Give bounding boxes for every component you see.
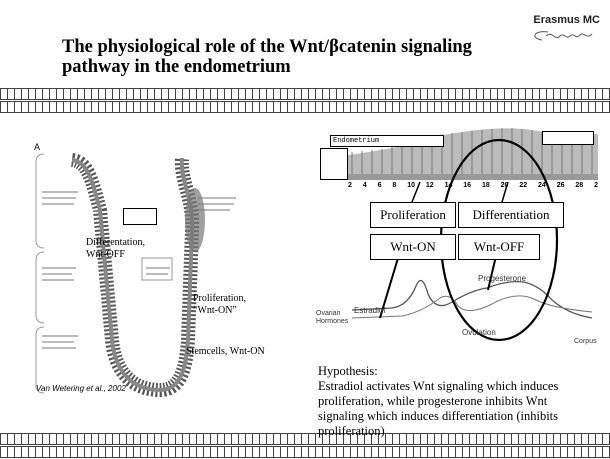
- day-label: 14: [445, 182, 453, 189]
- wnt-on-box: Wnt-ON: [370, 234, 456, 260]
- logo-signature-icon: [520, 26, 600, 48]
- logo-text: Erasmus MC: [520, 14, 600, 26]
- blank-box-square: [320, 148, 348, 180]
- day-label: 16: [463, 182, 471, 189]
- bottom-band-2: [0, 446, 610, 458]
- erasmus-mc-logo: Erasmus MC: [520, 14, 600, 53]
- cycle-day-axis: 2 4 6 8 10 12 14 16 18 20 22 24 26 28 2: [348, 182, 598, 189]
- day-label: 22: [519, 182, 527, 189]
- day-label: 26: [557, 182, 565, 189]
- hypothesis-text: Hypothesis: Estradiol activates Wnt sign…: [318, 364, 590, 439]
- crypt-figure: A Differentation, Wnt-OFF Proliferation,…: [30, 140, 270, 410]
- day-label: 6: [378, 182, 382, 189]
- slide-title: The physiological role of the Wnt/βcaten…: [62, 37, 502, 77]
- day-label: 20: [501, 182, 509, 189]
- day-label: 12: [426, 182, 434, 189]
- ovulation-label: Ovulation: [462, 328, 496, 337]
- label-stemcells: Stemcells, Wnt-ON: [186, 346, 272, 357]
- blank-box-top-right: [542, 131, 594, 145]
- day-label: 4: [363, 182, 367, 189]
- crypt-illustration: [30, 140, 270, 410]
- label-differentiation: Differentation, Wnt-OFF: [86, 237, 146, 261]
- corpus-label: Corpus: [574, 338, 597, 345]
- top-band-2: [0, 101, 610, 113]
- cycle-figure: Endometrium 2 4 6 8 10 12 14 16 18 20 22…: [312, 122, 604, 360]
- wnt-off-box: Wnt-OFF: [458, 234, 540, 260]
- differentiation-box: Differentiation: [458, 202, 564, 228]
- label-proliferation: Proliferation, “Wnt-ON”: [193, 293, 273, 317]
- top-band-1: [0, 88, 610, 100]
- day-label: 8: [392, 182, 396, 189]
- day-label: 18: [482, 182, 490, 189]
- blank-box-left: [123, 208, 157, 225]
- day-label: 2: [594, 182, 598, 189]
- hypothesis-body: Estradiol activates Wnt signaling which …: [318, 379, 590, 439]
- day-label: 24: [538, 182, 546, 189]
- proliferation-box: Proliferation: [370, 202, 456, 228]
- hypothesis-heading: Hypothesis:: [318, 364, 590, 379]
- endometrium-label: Endometrium: [330, 135, 444, 147]
- progesterone-label: Progesterone: [478, 274, 526, 283]
- day-label: 2: [348, 182, 352, 189]
- citation: Van Wetering et al., 2002: [36, 384, 126, 393]
- estradiol-label: Estradiol: [354, 306, 385, 315]
- ovarian-hormones-label: Ovarian Hormones: [316, 310, 350, 326]
- day-label: 28: [575, 182, 583, 189]
- day-label: 10: [407, 182, 415, 189]
